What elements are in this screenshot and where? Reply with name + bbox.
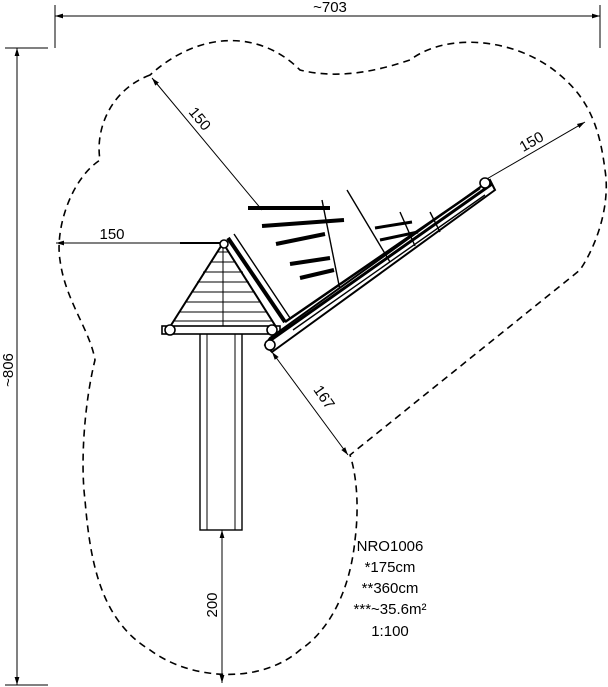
left-clearance-label: 150 xyxy=(99,226,124,243)
slide-clearance-label: 200 xyxy=(204,592,221,617)
right-diagonal-clearance-dimension: 150 xyxy=(484,121,586,181)
left-clearance-dimension: 150 xyxy=(56,226,220,246)
info-block: NRO1006 *175cm **360cm ***~35.6m² 1:100 xyxy=(354,538,427,640)
slide xyxy=(199,331,243,531)
slide-clearance-dimension: 200 xyxy=(204,530,225,683)
scale: 1:100 xyxy=(371,623,409,640)
upper-diagonal-clearance-dimension: 150 xyxy=(151,77,263,211)
tower-roof xyxy=(161,239,281,336)
right-diagonal-clearance-label: 150 xyxy=(517,128,547,155)
balance-beam xyxy=(263,177,497,354)
overall-height-dimension: ~806 xyxy=(0,47,48,686)
upper-diagonal-clearance-label: 150 xyxy=(185,104,214,134)
height-2: **360cm xyxy=(362,580,419,597)
overall-height-label: ~806 xyxy=(0,353,17,387)
area: ***~35.6m² xyxy=(354,601,427,618)
overall-width-label: ~703 xyxy=(313,0,347,16)
safety-zone-outline xyxy=(58,39,608,676)
height-1: *175cm xyxy=(365,559,416,576)
model-number: NRO1006 xyxy=(357,538,424,555)
climbing-ladder xyxy=(226,199,345,324)
overall-width-dimension: ~703 xyxy=(54,0,601,48)
lower-diagonal-clearance-dimension: 167 xyxy=(271,351,349,456)
